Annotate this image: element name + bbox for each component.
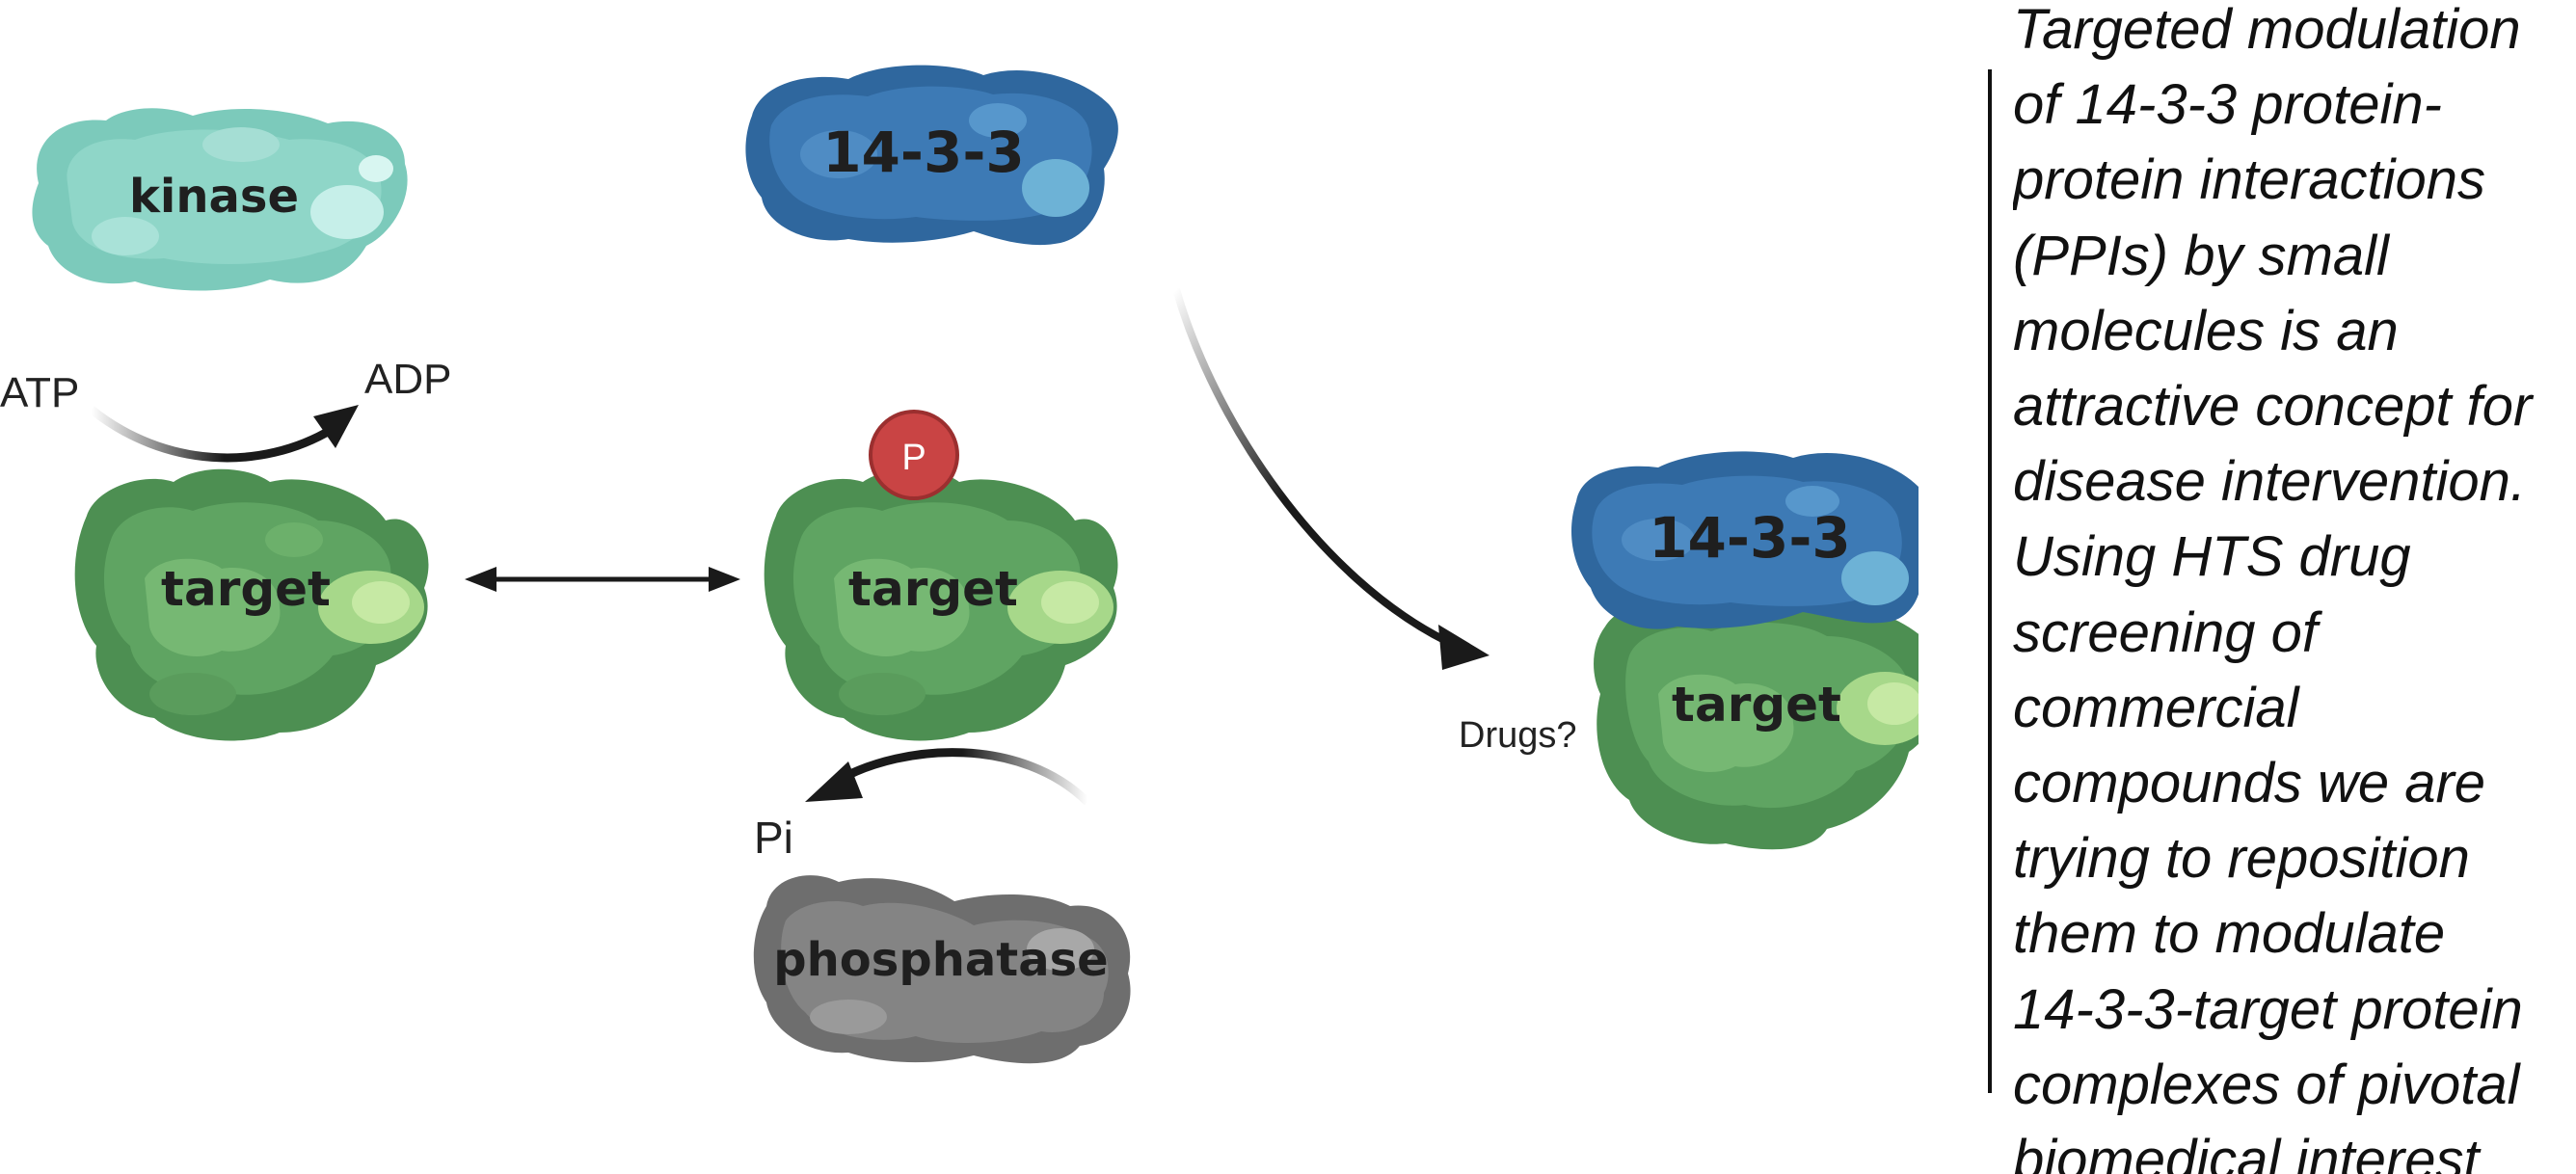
kinase-protein: kinase: [32, 108, 408, 291]
atp-label: ATP: [0, 369, 79, 416]
target-middle-label: target: [848, 561, 1018, 617]
target-protein-left: target: [74, 468, 429, 741]
binding-arrow: [1172, 287, 1489, 670]
phospho-group: P: [869, 410, 959, 500]
caption-divider: [1988, 69, 1992, 1093]
caption-text: Targeted modulation of 14-3-3 protein- p…: [2013, 0, 2533, 1174]
complex-target-protein: target: [1594, 593, 1919, 850]
adp-label: ADP: [364, 356, 451, 403]
phospho-label: P: [901, 438, 926, 478]
complex-target-label: target: [1672, 677, 1841, 733]
phosphatase-label: phosphatase: [773, 933, 1108, 987]
pi-label: Pi: [754, 813, 793, 863]
pathway-diagram: kinase ATP ADP target 14-3-3: [0, 65, 1919, 1064]
kinase-label: kinase: [129, 170, 299, 224]
phosphatase-protein: phosphatase: [753, 875, 1131, 1064]
complex-adapter-label: 14-3-3: [1649, 505, 1851, 571]
drugs-label: Drugs?: [1459, 715, 1577, 756]
adapter-top-label: 14-3-3: [822, 120, 1025, 185]
target-protein-middle: target: [764, 468, 1118, 741]
target-left-label: target: [161, 561, 331, 617]
adapter-protein-top: 14-3-3: [745, 65, 1118, 246]
dephosphorylation-arrow: [805, 748, 1091, 806]
atp-adp-arrow: [89, 405, 359, 463]
complex-adapter-protein: 14-3-3: [1571, 451, 1919, 629]
equilibrium-arrow: [465, 567, 740, 592]
